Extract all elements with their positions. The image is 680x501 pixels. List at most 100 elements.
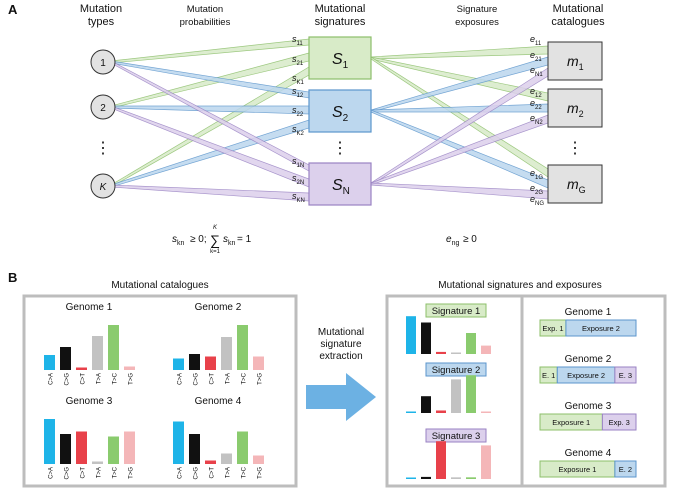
exposure-band bbox=[370, 45, 549, 60]
bar-T>A bbox=[221, 337, 232, 370]
genome-title: Genome 2 bbox=[195, 302, 242, 313]
header-sigs: Mutational bbox=[315, 3, 366, 15]
exposure-segment bbox=[614, 366, 637, 384]
genome-title: Genome 1 bbox=[66, 302, 113, 313]
bar-T>C bbox=[237, 431, 248, 464]
signature-chart: Signature 1 bbox=[406, 303, 491, 354]
bar-C>A bbox=[44, 355, 55, 370]
tick-label: C>G bbox=[194, 373, 200, 386]
exposure-label: Exposure 2 bbox=[567, 371, 605, 380]
exposure-label: E. 1 bbox=[542, 371, 555, 380]
tick-label: T>A bbox=[97, 467, 103, 478]
tick-label: C>T bbox=[210, 373, 216, 385]
vdots-signatures: ⋮ bbox=[332, 140, 348, 157]
catalogues-frame bbox=[22, 294, 298, 488]
constraint-sum-bottom: k=1 bbox=[210, 249, 221, 255]
constraint-s-term: skn bbox=[223, 234, 236, 247]
bar-C>A bbox=[406, 316, 416, 354]
exposure-band bbox=[370, 56, 549, 102]
s-label: s1N bbox=[292, 156, 304, 169]
exposure-segment bbox=[614, 460, 637, 478]
tick-label: T>A bbox=[226, 467, 232, 478]
mutation-type-label: 2 bbox=[100, 103, 106, 114]
bar-C>T bbox=[76, 367, 87, 370]
signature-symbol: S2 bbox=[332, 104, 349, 124]
mutation-type-node bbox=[90, 173, 116, 199]
header-sigs: signatures bbox=[315, 16, 366, 28]
extraction-arrow bbox=[306, 373, 376, 421]
catalogues-title: Mutational catalogues bbox=[111, 280, 208, 291]
mutation-type-node bbox=[90, 49, 116, 75]
s-label: s2N bbox=[292, 173, 304, 186]
catalogue-box bbox=[547, 164, 603, 204]
s-label: s12 bbox=[292, 86, 304, 99]
panel-b-label: B bbox=[8, 270, 17, 285]
exposure-segment bbox=[565, 319, 637, 337]
tick-label: C>G bbox=[65, 467, 71, 480]
bar-C>A bbox=[406, 411, 416, 413]
bar-C>T bbox=[205, 460, 216, 464]
exposure-label: E. 2 bbox=[619, 465, 632, 474]
header-exps: exposures bbox=[455, 17, 499, 28]
bar-C>T bbox=[205, 356, 216, 370]
tick-label: T>C bbox=[242, 372, 248, 384]
header-probs: probabilities bbox=[180, 17, 231, 28]
e-label: eN2 bbox=[530, 113, 543, 126]
tick-label: T>C bbox=[113, 372, 119, 384]
signature-symbol: SN bbox=[332, 177, 350, 197]
bar-T>A bbox=[221, 453, 232, 464]
exposure-label: Exp. 1 bbox=[542, 324, 563, 333]
bar-T>A bbox=[451, 477, 461, 479]
signature-box bbox=[308, 36, 372, 80]
tick-label: T>A bbox=[226, 373, 232, 384]
exposure-label: Exposure 2 bbox=[582, 324, 620, 333]
bar-T>C bbox=[466, 375, 476, 413]
bar-T>C bbox=[466, 333, 476, 354]
e-label: e2G bbox=[530, 183, 543, 196]
exposure-label: Exposure 1 bbox=[558, 465, 596, 474]
vdots-types: ⋮ bbox=[95, 140, 111, 157]
bar-T>C bbox=[466, 477, 476, 479]
header-types: Mutation bbox=[80, 3, 122, 15]
header-cats: catalogues bbox=[551, 16, 605, 28]
header-exps: Signature bbox=[457, 4, 498, 15]
arrow-text: extraction bbox=[319, 351, 362, 362]
e-label: e12 bbox=[530, 86, 542, 99]
exposure-genome-title: Genome 4 bbox=[565, 448, 612, 459]
exposure-bar: Genome 4 Exposure 1 E. 2 bbox=[539, 448, 637, 478]
bar-T>G bbox=[124, 366, 135, 370]
tick-label: T>C bbox=[242, 466, 248, 478]
constraint-s-term: skn bbox=[172, 234, 185, 247]
tick-label: T>G bbox=[258, 467, 264, 479]
exposure-segment bbox=[601, 413, 637, 431]
header-types: types bbox=[88, 16, 115, 28]
mutation-type-label: 1 bbox=[100, 58, 106, 69]
exposure-band bbox=[370, 182, 549, 200]
bar-T>A bbox=[451, 352, 461, 354]
mutation-type-node bbox=[90, 94, 116, 120]
bands-signatures-to-catalogues bbox=[370, 45, 549, 200]
header-probs: Mutation bbox=[187, 4, 223, 15]
tick-label: C>G bbox=[65, 373, 71, 386]
probability-band bbox=[110, 184, 310, 202]
mutation-type-label: K bbox=[100, 182, 108, 193]
exposure-genome-title: Genome 1 bbox=[565, 307, 612, 318]
catalogue-symbol: mG bbox=[567, 176, 586, 195]
signature-chart: Signature 3 bbox=[406, 428, 491, 479]
exposure-genome-title: Genome 3 bbox=[565, 401, 612, 412]
bar-T>C bbox=[237, 325, 248, 370]
bar-C>T bbox=[436, 441, 446, 479]
tick-label: T>G bbox=[258, 373, 264, 385]
arrow-text: Mutational bbox=[318, 327, 364, 338]
bar-C>T bbox=[436, 351, 446, 354]
signature-chart: Signature 2 bbox=[406, 362, 491, 413]
bar-T>G bbox=[481, 411, 491, 413]
signature-tag bbox=[425, 428, 487, 443]
bar-C>G bbox=[60, 434, 71, 464]
bar-T>G bbox=[481, 445, 491, 479]
